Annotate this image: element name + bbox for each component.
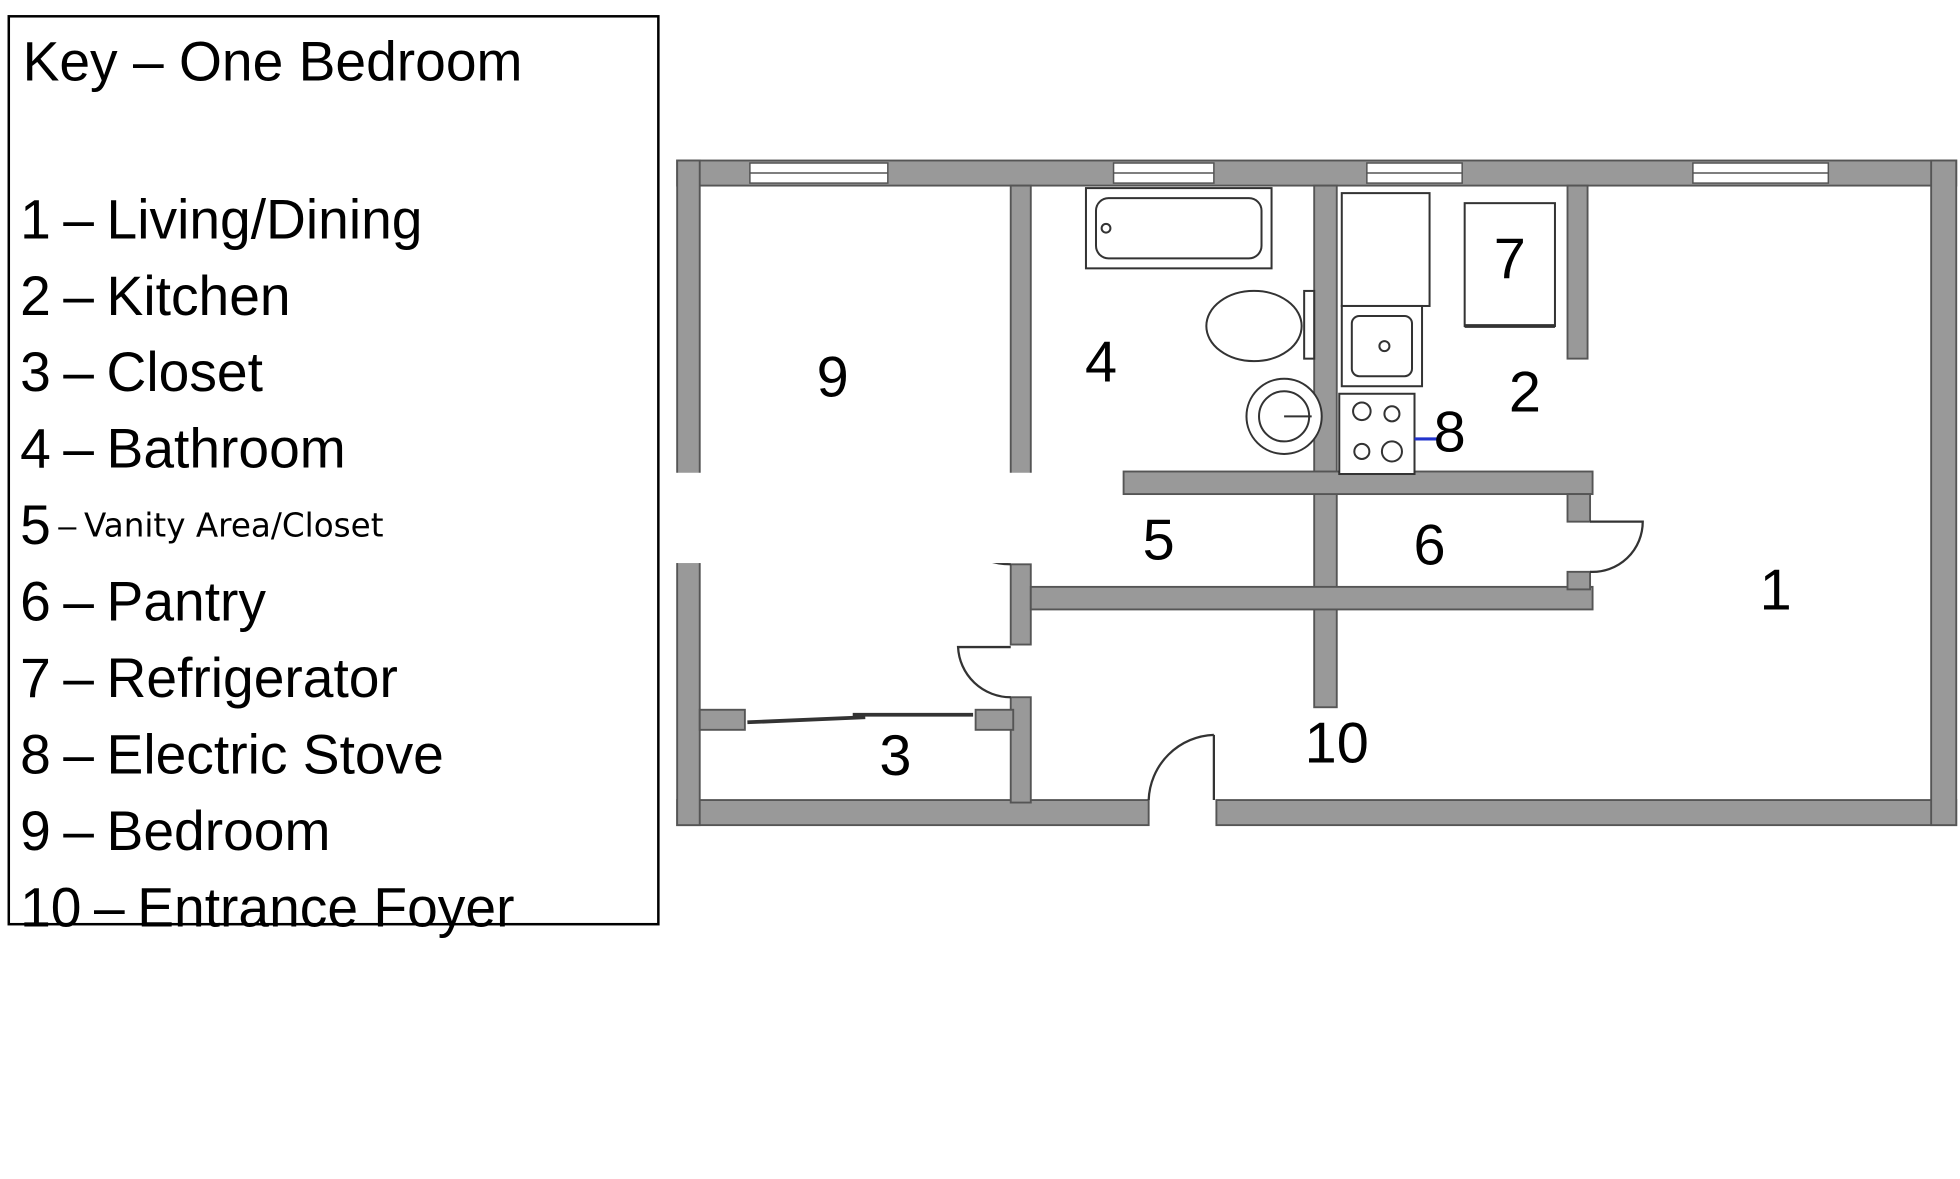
room-label-refrigerator: 7 <box>1494 228 1526 292</box>
key-item-label: Refrigerator <box>106 648 398 710</box>
key-item-bathroom: 4–Bathroom <box>20 422 346 478</box>
room-label-bedroom: 9 <box>817 345 849 409</box>
room-label-kitchen: 2 <box>1509 360 1541 424</box>
closet-wall-right <box>974 708 1015 731</box>
key-item-number: 8 <box>20 724 51 787</box>
door-pantry <box>1590 520 1644 573</box>
key-separator: – <box>63 265 95 328</box>
stove-burner <box>1352 401 1372 422</box>
key-item-label: Bathroom <box>106 418 346 481</box>
key-item-number: 2 <box>20 265 51 328</box>
pantry-right-wall-lower <box>1566 570 1592 591</box>
key-item-number: 3 <box>20 342 51 404</box>
key-item-bedroom: 9–Bedroom <box>20 804 330 860</box>
stove-burner <box>1383 405 1401 423</box>
key-legend: Key – One Bedroom 1–Living/Dining 2–Kitc… <box>7 15 660 936</box>
room-label-bathroom: 4 <box>1085 330 1117 394</box>
door-entrance <box>1147 733 1216 801</box>
bedroom-wall-middle <box>1009 563 1032 646</box>
key-item-number: 1 <box>20 189 51 251</box>
room-label-entrance-foyer: 10 <box>1305 712 1369 776</box>
key-item-label: Closet <box>106 342 263 404</box>
key-item-number: 6 <box>20 571 51 634</box>
exterior-wall-right <box>1930 159 1958 827</box>
key-item-closet: 3–Closet <box>20 345 263 401</box>
key-item-number: 4 <box>20 418 51 481</box>
key-separator: – <box>63 418 95 481</box>
stove-burner <box>1353 442 1371 460</box>
refrigerator <box>1463 202 1556 328</box>
bath-kitchen-wall <box>1313 184 1338 709</box>
key-item-label: Pantry <box>106 571 267 634</box>
key-item-label: Entrance Foyer <box>137 877 515 940</box>
room-label-closet: 3 <box>879 724 911 788</box>
toilet-bowl <box>1205 289 1303 363</box>
kitchen-counter <box>1340 192 1431 307</box>
key-title: Key – One Bedroom <box>22 31 523 93</box>
key-item-refrigerator: 7–Refrigerator <box>20 651 398 707</box>
key-item-number: 7 <box>20 648 51 710</box>
room-label-electric-stove: 8 <box>1434 401 1466 465</box>
key-item-number: 9 <box>20 801 51 863</box>
key-item-number: 5 <box>20 495 51 557</box>
key-separator: – <box>93 877 125 940</box>
key-separator: – <box>63 801 95 863</box>
key-item-pantry: 6–Pantry <box>20 575 266 631</box>
key-separator: – <box>63 189 95 251</box>
bathtub-basin <box>1094 197 1263 260</box>
key-item-living-dining: 1–Living/Dining <box>20 192 422 248</box>
electric-stove <box>1338 392 1416 476</box>
floor-plan: 1 2 3 4 5 6 7 8 9 10 <box>676 159 1958 827</box>
key-item-number: 10 <box>20 877 82 940</box>
closet-wall-left <box>698 708 746 731</box>
bathtub-drain <box>1100 222 1112 234</box>
exterior-wall-bottom-left <box>676 799 1150 827</box>
key-item-label: Electric Stove <box>106 724 444 787</box>
room-label-pantry: 6 <box>1414 513 1446 577</box>
key-separator: – <box>63 571 95 634</box>
toilet-tank <box>1303 289 1316 360</box>
door-bedroom-foyer <box>956 645 1011 699</box>
room-label-living-dining: 1 <box>1760 559 1792 623</box>
key-item-label: Vanity Area/Closet <box>83 507 384 546</box>
room-labels: 1 2 3 4 5 6 7 8 9 10 <box>817 228 1792 789</box>
fixtures <box>1084 187 1556 476</box>
key-item-vanity-area-closet: 5–Vanity Area/Closet <box>20 498 384 554</box>
key-item-label: Living/Dining <box>106 189 423 251</box>
key-item-electric-stove: 8–Electric Stove <box>20 728 444 784</box>
exterior-wall-bottom-right <box>1215 799 1958 827</box>
pantry-right-wall-upper <box>1566 493 1592 523</box>
white-overlay-patch <box>662 472 1039 564</box>
key-item-label: Kitchen <box>106 265 291 328</box>
key-separator: – <box>63 342 95 404</box>
bedroom-wall-upper <box>1009 184 1032 498</box>
stove-burner <box>1380 440 1403 463</box>
kitchen-partition-wall <box>1566 184 1589 360</box>
key-separator: – <box>63 648 95 710</box>
kitchen-sink-drain <box>1378 340 1391 353</box>
vanity-pantry-bottom-wall <box>1029 585 1594 611</box>
closet-slider-1 <box>747 715 866 725</box>
key-separator: – <box>63 724 95 787</box>
bedroom-wall-lower <box>1009 696 1032 804</box>
key-item-entrance-foyer: 10–Entrance Foyer <box>20 881 514 937</box>
room-label-vanity-area: 5 <box>1143 508 1175 572</box>
windows <box>749 162 1830 184</box>
key-item-kitchen: 2–Kitchen <box>20 269 291 325</box>
key-item-label: Bedroom <box>106 801 331 863</box>
key-separator: – <box>58 506 77 545</box>
